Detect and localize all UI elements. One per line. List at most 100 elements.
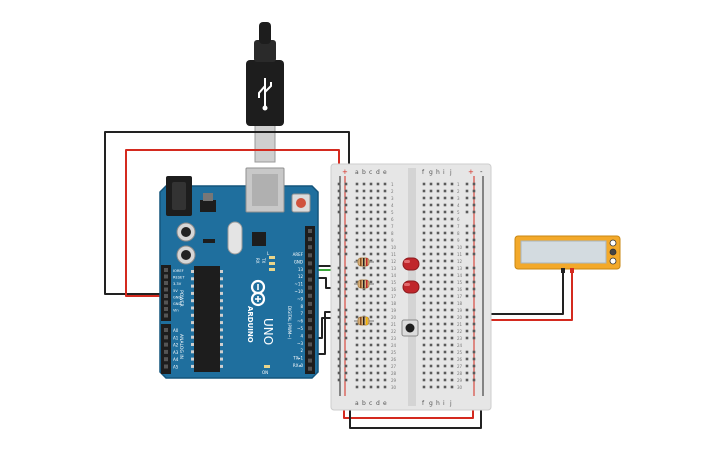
breadboard-hole[interactable] bbox=[383, 273, 387, 277]
arduino-uno[interactable]: ARDUINO UNO DIGITAL (PWM~) POWER ANALOG … bbox=[159, 167, 319, 379]
rail-hole[interactable] bbox=[472, 294, 476, 298]
breadboard-hole[interactable] bbox=[369, 280, 373, 284]
breadboard-hole[interactable] bbox=[450, 280, 454, 284]
rail-hole[interactable] bbox=[472, 364, 476, 368]
breadboard-hole[interactable] bbox=[422, 238, 426, 242]
breadboard-hole[interactable] bbox=[369, 371, 373, 375]
breadboard-hole[interactable] bbox=[383, 378, 387, 382]
rail-hole[interactable] bbox=[344, 182, 348, 186]
rail-hole[interactable] bbox=[465, 210, 469, 214]
breadboard-hole[interactable] bbox=[369, 322, 373, 326]
breadboard-hole[interactable] bbox=[436, 357, 440, 361]
rail-hole[interactable] bbox=[472, 350, 476, 354]
breadboard-hole[interactable] bbox=[429, 245, 433, 249]
breadboard-hole[interactable] bbox=[376, 210, 380, 214]
breadboard-hole[interactable] bbox=[429, 343, 433, 347]
breadboard-hole[interactable] bbox=[355, 245, 359, 249]
breadboard-hole[interactable] bbox=[436, 371, 440, 375]
wire-5v-red-top[interactable] bbox=[125, 149, 340, 297]
breadboard-hole[interactable] bbox=[429, 364, 433, 368]
breadboard-hole[interactable] bbox=[376, 343, 380, 347]
breadboard-hole[interactable] bbox=[429, 350, 433, 354]
rail-hole[interactable] bbox=[472, 322, 476, 326]
rail-hole[interactable] bbox=[337, 266, 341, 270]
breadboard-hole[interactable] bbox=[362, 231, 366, 235]
rail-hole[interactable] bbox=[472, 224, 476, 228]
breadboard-hole[interactable] bbox=[355, 371, 359, 375]
breadboard-hole[interactable] bbox=[443, 301, 447, 305]
breadboard-hole[interactable] bbox=[422, 364, 426, 368]
breadboard-hole[interactable] bbox=[443, 364, 447, 368]
breadboard-hole[interactable] bbox=[436, 343, 440, 347]
rail-hole[interactable] bbox=[344, 371, 348, 375]
rail-hole[interactable] bbox=[337, 245, 341, 249]
breadboard-hole[interactable] bbox=[422, 322, 426, 326]
wire-gnd-black-top[interactable] bbox=[104, 131, 350, 295]
breadboard-hole[interactable] bbox=[362, 385, 366, 389]
breadboard-hole[interactable] bbox=[369, 308, 373, 312]
rail-hole[interactable] bbox=[337, 252, 341, 256]
breadboard-hole[interactable] bbox=[369, 378, 373, 382]
breadboard-hole[interactable] bbox=[376, 364, 380, 368]
breadboard-hole[interactable] bbox=[450, 238, 454, 242]
breadboard-hole[interactable] bbox=[436, 273, 440, 277]
breadboard-hole[interactable] bbox=[383, 336, 387, 340]
breadboard-hole[interactable] bbox=[376, 378, 380, 382]
breadboard-hole[interactable] bbox=[450, 266, 454, 270]
breadboard-hole[interactable] bbox=[355, 350, 359, 354]
breadboard-hole[interactable] bbox=[450, 308, 454, 312]
breadboard-hole[interactable] bbox=[443, 308, 447, 312]
rail-hole[interactable] bbox=[472, 280, 476, 284]
breadboard-hole[interactable] bbox=[369, 210, 373, 214]
breadboard-hole[interactable] bbox=[355, 308, 359, 312]
breadboard-hole[interactable] bbox=[355, 294, 359, 298]
breadboard-hole[interactable] bbox=[422, 350, 426, 354]
rail-hole[interactable] bbox=[344, 315, 348, 319]
breadboard-hole[interactable] bbox=[450, 196, 454, 200]
breadboard-hole[interactable] bbox=[383, 350, 387, 354]
breadboard-hole[interactable] bbox=[443, 371, 447, 375]
rail-hole[interactable] bbox=[465, 252, 469, 256]
rail-hole[interactable] bbox=[472, 189, 476, 193]
rail-hole[interactable] bbox=[337, 231, 341, 235]
breadboard-hole[interactable] bbox=[450, 315, 454, 319]
breadboard-hole[interactable] bbox=[443, 252, 447, 256]
breadboard-hole[interactable] bbox=[422, 308, 426, 312]
breadboard-hole[interactable] bbox=[443, 343, 447, 347]
rail-hole[interactable] bbox=[472, 329, 476, 333]
rail-hole[interactable] bbox=[472, 315, 476, 319]
breadboard-hole[interactable] bbox=[362, 329, 366, 333]
breadboard-hole[interactable] bbox=[362, 266, 366, 270]
breadboard-hole[interactable] bbox=[429, 273, 433, 277]
breadboard-hole[interactable] bbox=[450, 378, 454, 382]
rail-hole[interactable] bbox=[337, 203, 341, 207]
rail-hole[interactable] bbox=[337, 364, 341, 368]
breadboard-hole[interactable] bbox=[355, 378, 359, 382]
breadboard-hole[interactable] bbox=[450, 336, 454, 340]
rail-hole[interactable] bbox=[465, 231, 469, 235]
breadboard-hole[interactable] bbox=[362, 301, 366, 305]
leds[interactable] bbox=[402, 257, 420, 294]
breadboard-hole[interactable] bbox=[422, 385, 426, 389]
breadboard-hole[interactable] bbox=[369, 203, 373, 207]
breadboard-hole[interactable] bbox=[443, 385, 447, 389]
breadboard-hole[interactable] bbox=[429, 280, 433, 284]
breadboard-hole[interactable] bbox=[422, 336, 426, 340]
rail-hole[interactable] bbox=[472, 238, 476, 242]
rail-hole[interactable] bbox=[344, 287, 348, 291]
breadboard-hole[interactable] bbox=[443, 322, 447, 326]
breadboard-hole[interactable] bbox=[355, 210, 359, 214]
rail-hole[interactable] bbox=[344, 210, 348, 214]
rail-hole[interactable] bbox=[337, 224, 341, 228]
breadboard-hole[interactable] bbox=[376, 273, 380, 277]
breadboard-hole[interactable] bbox=[369, 357, 373, 361]
breadboard-hole[interactable] bbox=[383, 371, 387, 375]
rail-hole[interactable] bbox=[344, 294, 348, 298]
rail-hole[interactable] bbox=[465, 238, 469, 242]
rail-hole[interactable] bbox=[337, 196, 341, 200]
breadboard-hole[interactable] bbox=[369, 217, 373, 221]
rail-hole[interactable] bbox=[465, 203, 469, 207]
breadboard-hole[interactable] bbox=[422, 217, 426, 221]
breadboard-hole[interactable] bbox=[355, 329, 359, 333]
